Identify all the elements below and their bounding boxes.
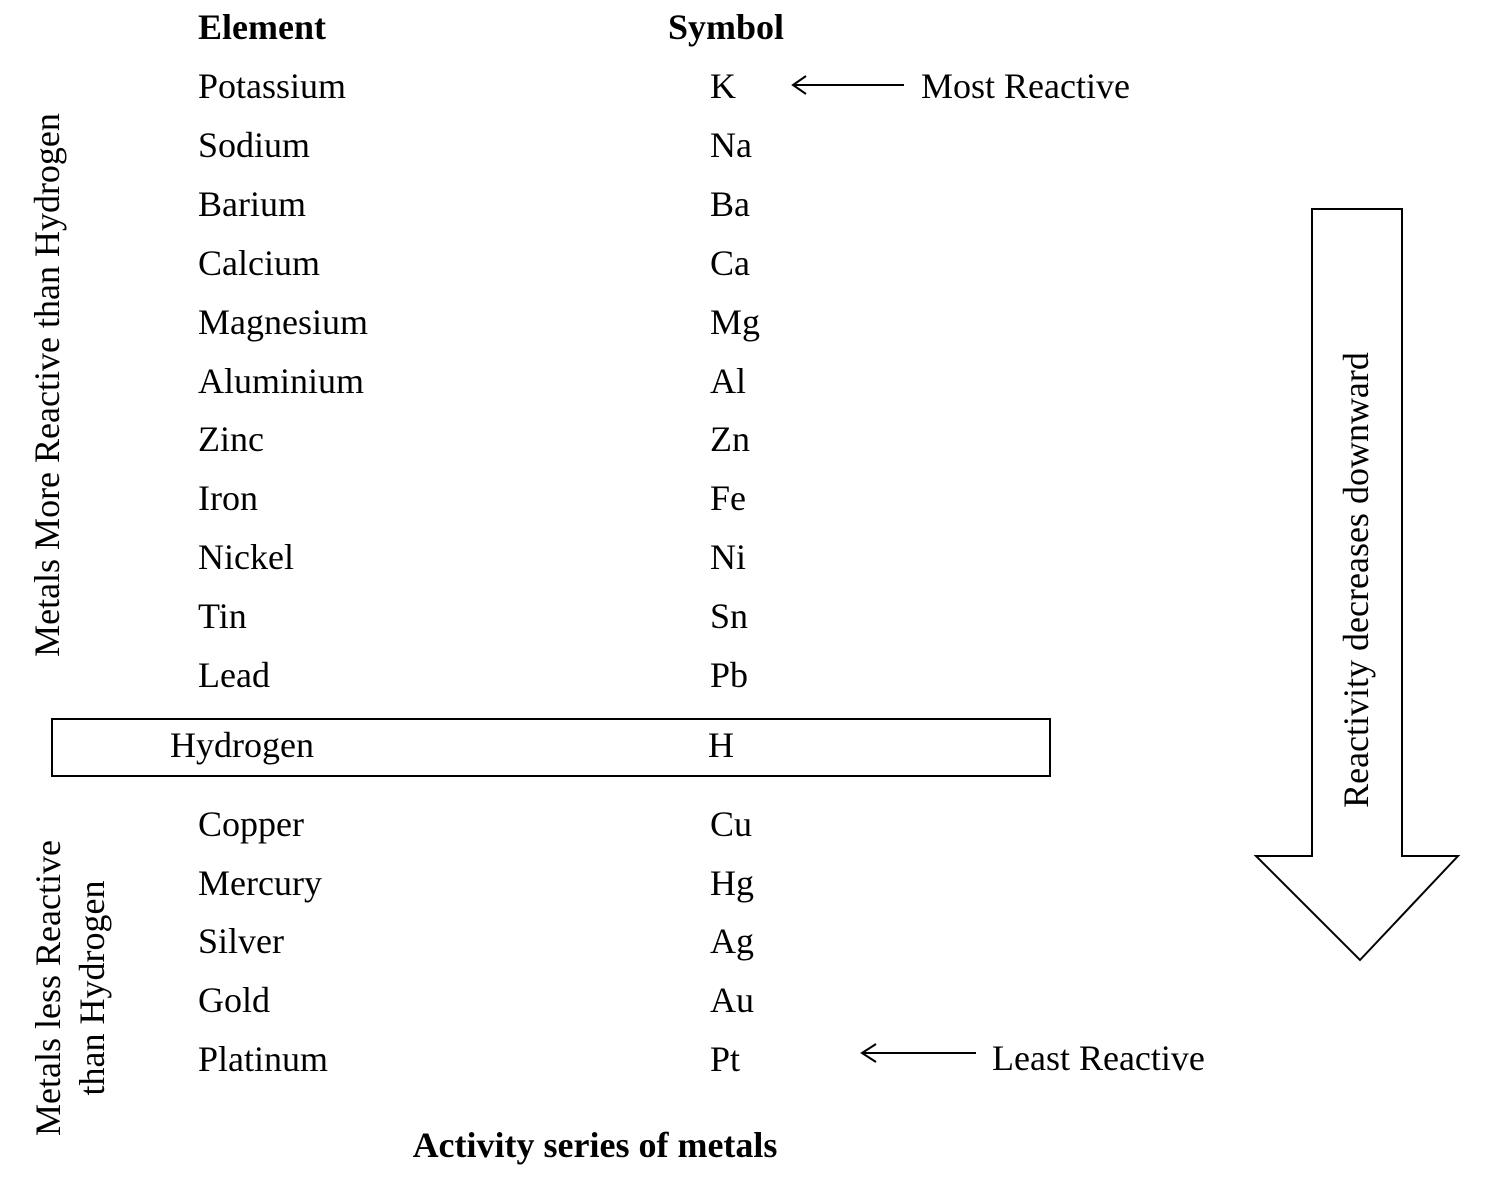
element-symbol: Pt: [710, 1038, 741, 1079]
element-symbol: Cu: [710, 804, 753, 844]
figure-caption: Activity series of metals: [412, 1125, 778, 1165]
hydrogen-element: Hydrogen: [170, 725, 314, 765]
element-symbol: Ba: [710, 183, 750, 224]
element-symbol: Zn: [710, 419, 750, 460]
element-symbol: K: [710, 66, 736, 106]
element-symbol: Sn: [710, 596, 749, 637]
element-symbol: Ca: [710, 242, 750, 283]
reactivity-trend-label: Reactivity decreases downward: [1334, 352, 1378, 808]
element-symbol: Ni: [710, 537, 746, 578]
element-name: Potassium: [198, 66, 347, 106]
hydrogen-symbol: H: [708, 725, 734, 765]
element-name: Mercury: [198, 862, 322, 903]
least-reactive-arrow: [860, 1043, 976, 1063]
element-symbol: Pb: [710, 655, 749, 695]
reactivity-trend-arrow: [1253, 208, 1461, 962]
element-symbol: Au: [710, 980, 754, 1021]
element-symbol: Al: [710, 360, 746, 401]
element-symbol: Hg: [710, 862, 754, 903]
element-name: Lead: [198, 655, 270, 695]
element-symbol: Ag: [710, 921, 754, 962]
most-reactive-arrow: [791, 75, 904, 95]
element-name: Barium: [198, 183, 306, 224]
most-reactive-label: Most Reactive: [921, 66, 1130, 106]
element-name: Silver: [198, 921, 284, 962]
least-reactive-label: Least Reactive: [992, 1038, 1205, 1078]
element-symbol: Fe: [710, 478, 746, 519]
element-name: Iron: [198, 478, 258, 519]
hydrogen-boundary-box: [51, 718, 1051, 777]
element-name: Zinc: [198, 419, 264, 460]
element-column-header: Element: [198, 7, 326, 47]
element-name: Sodium: [198, 124, 311, 165]
element-name: Nickel: [198, 537, 294, 578]
element-name: Gold: [198, 980, 270, 1021]
element-symbol: Mg: [710, 301, 761, 342]
element-name: Platinum: [198, 1038, 329, 1079]
element-name: Tin: [198, 596, 247, 637]
element-symbol: Na: [710, 124, 752, 165]
element-name: Calcium: [198, 242, 320, 283]
element-name: Aluminium: [198, 360, 365, 401]
reactivity-trend-text: Reactivity decreases downward: [1336, 352, 1376, 808]
element-name: Copper: [198, 804, 304, 844]
symbol-column-header: Symbol: [668, 7, 785, 47]
element-name: Magnesium: [198, 301, 368, 342]
